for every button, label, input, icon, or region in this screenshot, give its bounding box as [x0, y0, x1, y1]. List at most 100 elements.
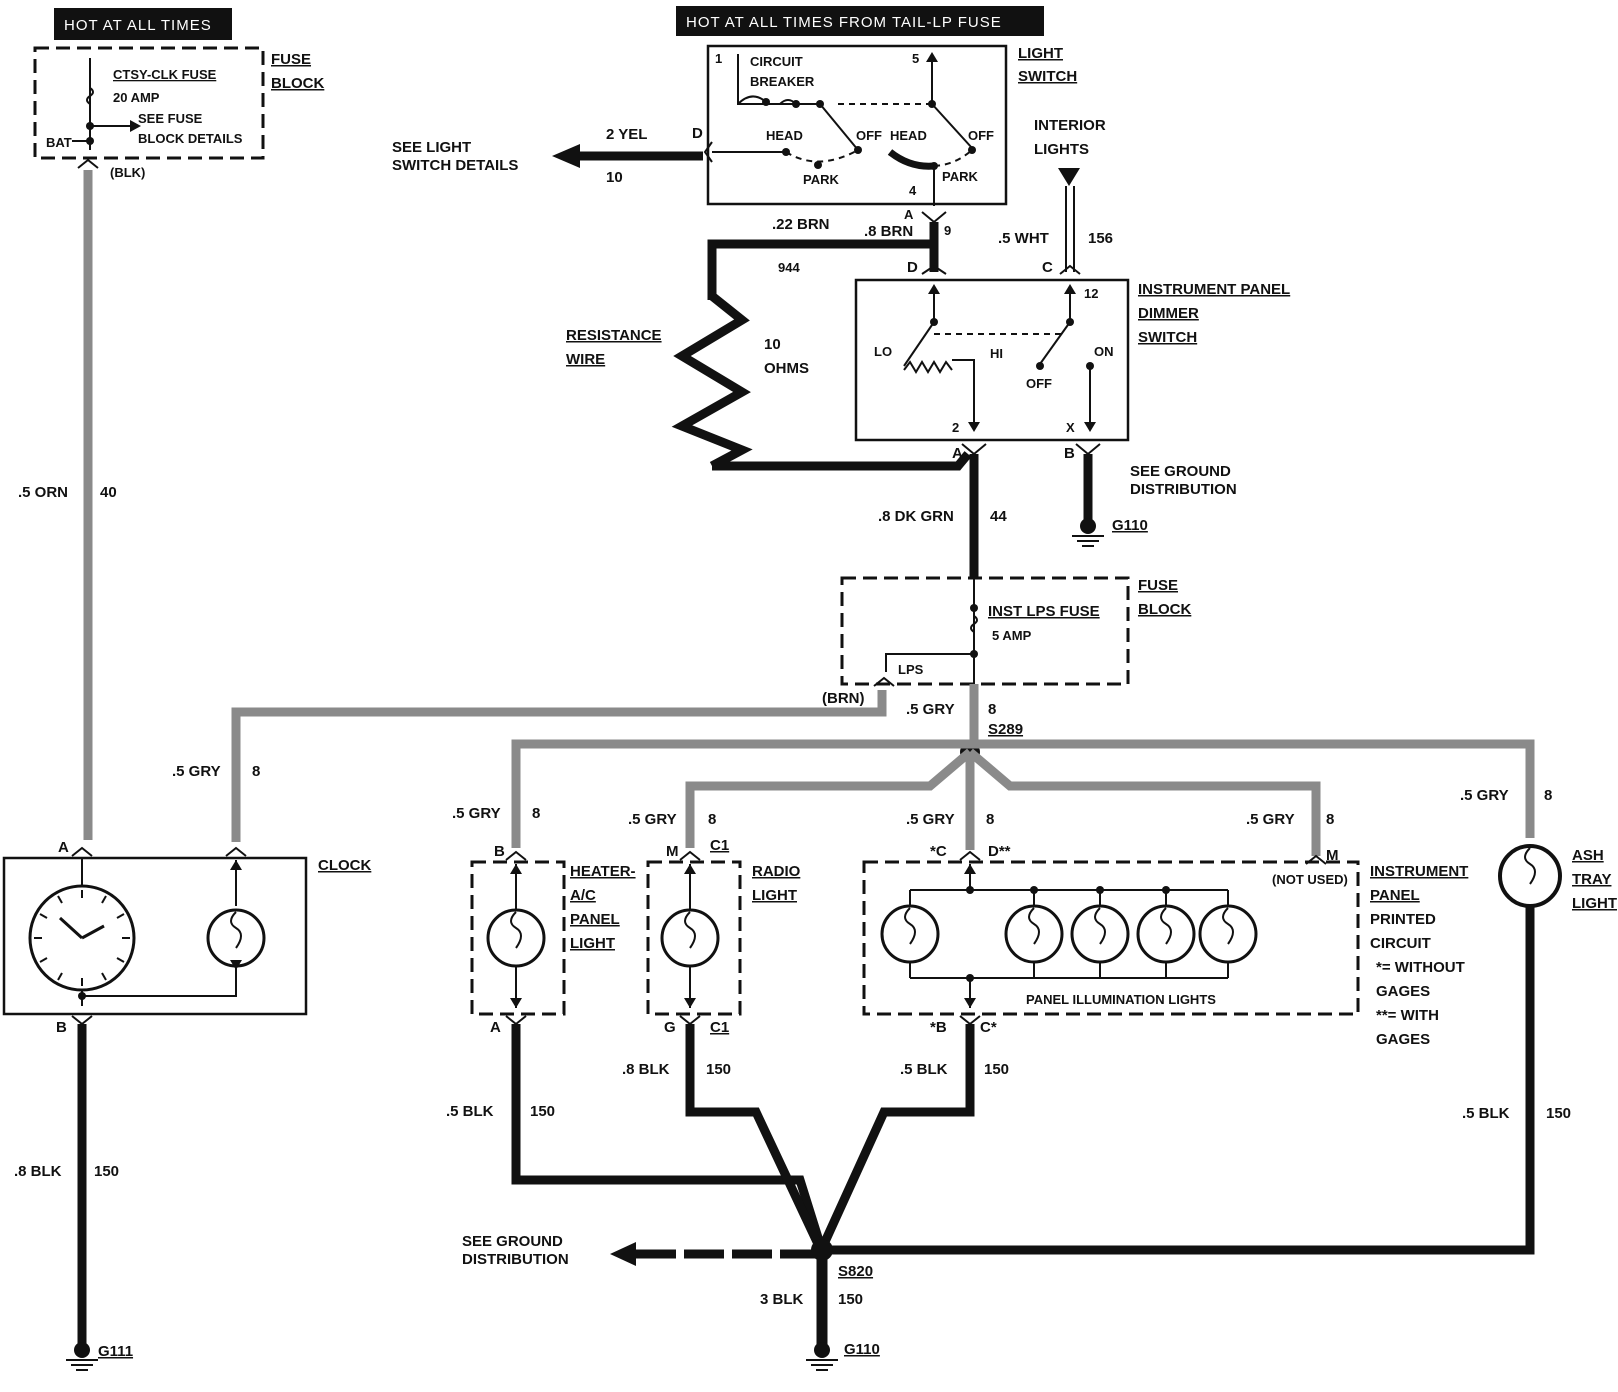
clock-pin-a: A: [58, 839, 69, 856]
panel-pin-c-bottom: C*: [980, 1019, 997, 1036]
connector-heater-a: [505, 1015, 527, 1026]
wire-22-brn-label: .22 BRN: [772, 216, 830, 233]
panel-label-2: PANEL: [1370, 887, 1420, 904]
panel-gry-label: .5 GRY: [906, 811, 955, 828]
light-switch-pin-9: 9: [944, 223, 951, 238]
light-switch-pin-d: D: [692, 125, 703, 142]
clock-blk-circuit: 150: [94, 1163, 119, 1180]
panel-pin-m: M: [1326, 847, 1339, 864]
dimmer-off: OFF: [1026, 376, 1052, 391]
fuse-block-top: [33, 46, 265, 160]
panel-gry-m-circuit: 8: [1326, 811, 1334, 828]
dimmer-internals: [903, 284, 1096, 432]
inst-lps-fuse-label: INST LPS FUSE: [988, 603, 1100, 620]
panel-label-4: CIRCUIT: [1370, 935, 1431, 952]
panel-label-3: PRINTED: [1370, 911, 1436, 928]
head-left: HEAD: [766, 128, 803, 143]
park-left: PARK: [803, 172, 839, 187]
panel-note-2: GAGES: [1376, 983, 1430, 1000]
ground-g110-bottom: G110: [844, 1341, 880, 1358]
panel-pin-c-top: *C: [930, 843, 947, 860]
ground-symbol-g110-top: [1072, 518, 1104, 547]
see-ground-top-2: DISTRIBUTION: [1130, 481, 1237, 498]
heater-label-2: A/C: [570, 887, 596, 904]
clock-bulb: [206, 860, 266, 970]
inst-lps-fuse: [885, 578, 978, 684]
connector-dimmer-b: [1075, 443, 1101, 456]
dimmer-hi: HI: [990, 346, 1003, 361]
heater-label-4: LIGHT: [570, 935, 615, 952]
light-switch-pin-a: A: [904, 207, 914, 222]
resistance-value-1: 10: [764, 336, 781, 353]
radio-light-box: [646, 860, 742, 1016]
see-ground-bottom-2: DISTRIBUTION: [462, 1251, 569, 1268]
splice-s289: S289: [988, 721, 1023, 738]
panel-illumination-bulbs: [910, 864, 1228, 1008]
dimmer-pin-c: C: [1042, 259, 1053, 276]
wire-44-circuit: 44: [990, 508, 1007, 525]
heater-bulb: [486, 864, 546, 1008]
wire-944-circuit: 944: [778, 260, 800, 275]
heater-blk-circuit: 150: [530, 1103, 555, 1120]
ashtray-blk-circuit: 150: [1546, 1105, 1571, 1122]
wire-gry-radio: [685, 748, 973, 848]
connector-bat-top: [77, 158, 99, 169]
ashtray-gry-label: .5 GRY: [1460, 787, 1509, 804]
resistance-label-2: WIRE: [566, 351, 605, 368]
interior-lights-2: LIGHTS: [1034, 141, 1089, 158]
panel-note-4: GAGES: [1376, 1031, 1430, 1048]
radio-blk-label: .8 BLK: [622, 1061, 670, 1078]
connector-panel-bc: [959, 1015, 981, 1026]
heater-blk-label: .5 BLK: [446, 1103, 494, 1120]
panel-lights-caption: PANEL ILLUMINATION LIGHTS: [1026, 992, 1216, 1007]
head-right: HEAD: [890, 128, 927, 143]
wire-gry-clock: [231, 690, 887, 842]
connector-clock-gry: [225, 846, 247, 857]
wire-orn-circuit: 40: [100, 484, 117, 501]
wire-8-brn-label: .8 BRN: [864, 223, 913, 240]
radio-pin-m: M: [666, 843, 679, 860]
connector-dimmer-c: [1059, 264, 1081, 275]
see-ground-top-1: SEE GROUND: [1130, 463, 1231, 480]
circuit-breaker-label-1: CIRCUIT: [750, 54, 803, 69]
panel-note-3: **= WITH: [1376, 1007, 1439, 1024]
clock-internal-return: [82, 968, 237, 997]
wire-3-blk-label: 3 BLK: [760, 1291, 804, 1308]
radio-label-2: LIGHT: [752, 887, 797, 904]
ctsy-clk-fuse-label: CTSY-CLK FUSE: [113, 67, 217, 82]
panel-gry-circuit: 8: [986, 811, 994, 828]
off-right: OFF: [968, 128, 994, 143]
connector-radio-m: [679, 850, 701, 861]
ashtray-label-1: ASH: [1572, 847, 1604, 864]
clock-blk-label: .8 BLK: [14, 1163, 62, 1180]
ashtray-gry-circuit: 8: [1544, 787, 1552, 804]
wire-2-yel-label: 2 YEL: [606, 126, 647, 143]
ashtray-label-3: LIGHT: [1572, 895, 1617, 912]
wire-dk-grn-label: .8 DK GRN: [878, 508, 954, 525]
dimmer-switch-box: [854, 278, 1130, 442]
radio-gry-circuit: 8: [708, 811, 716, 828]
see-fuse-block-1: SEE FUSE: [138, 111, 203, 126]
panel-bulb-2: [1004, 886, 1064, 978]
wire-orn-label: .5 ORN: [18, 484, 68, 501]
clock-title: CLOCK: [318, 857, 371, 874]
fuse-block-top-title-2: BLOCK: [271, 75, 324, 92]
panel-bulb-4: [1136, 886, 1196, 978]
panel-circuit-box: [862, 860, 1360, 1016]
wire-panel-blk: [819, 1024, 975, 1246]
panel-blk-label: .5 BLK: [900, 1061, 948, 1078]
panel-bulb-1: [880, 890, 940, 978]
wire-gry-heater: [511, 739, 970, 848]
dimmer-pin-2: 2: [952, 420, 959, 435]
resistance-label-1: RESISTANCE: [566, 327, 662, 344]
arrow-see-ground-bottom: [610, 1242, 636, 1266]
radio-bulb: [660, 864, 720, 1008]
wire-156-circuit: 156: [1088, 230, 1113, 247]
resistance-zigzag: [671, 292, 753, 470]
wire-gry-panel-m: [967, 748, 1321, 856]
panel-bulb-3: [1070, 886, 1130, 978]
connector-light-switch-a: [921, 211, 947, 224]
clock-pin-b: B: [56, 1019, 67, 1036]
fuse-block-mid-title-1: FUSE: [1138, 577, 1178, 594]
